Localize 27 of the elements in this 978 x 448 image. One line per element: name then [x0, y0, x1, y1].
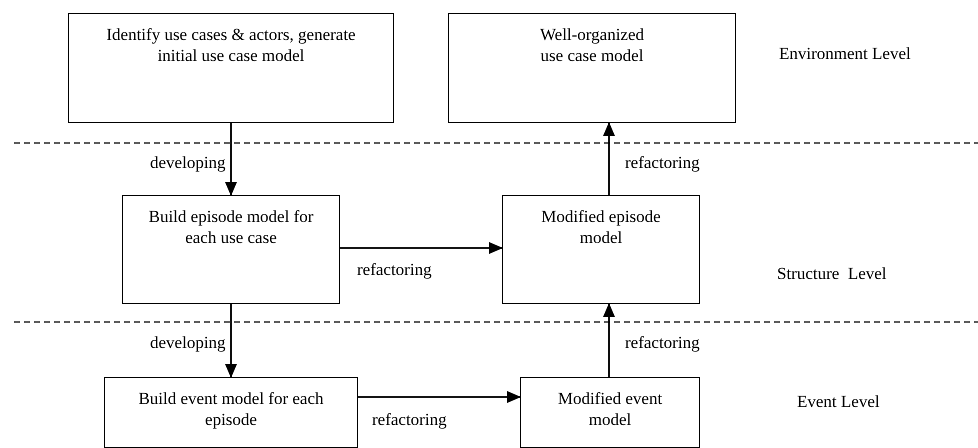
process-box: [448, 13, 736, 123]
box-text: Well-organized use case model: [538, 24, 646, 66]
edge-label: refactoring: [357, 260, 432, 280]
edge-label: refactoring: [372, 410, 447, 430]
process-box: [104, 377, 358, 448]
level-label: Environment Level: [779, 44, 911, 64]
process-box: [502, 195, 700, 304]
arrow: [225, 304, 237, 378]
arrow: [358, 391, 521, 403]
process-box: [68, 13, 394, 123]
arrow: [340, 242, 503, 254]
box-text: Build event model for each episode: [137, 388, 325, 430]
edge-label: developing: [150, 333, 226, 353]
box-text: Build episode model for each use case: [148, 206, 314, 248]
edge-label: developing: [150, 153, 226, 173]
box-text: Identify use cases & actors, generate initial use case model: [105, 24, 357, 66]
edge-label: refactoring: [625, 153, 700, 173]
level-label: Structure Level: [777, 264, 887, 284]
edge-label: refactoring: [625, 333, 700, 353]
process-box: [520, 377, 700, 448]
box-text: Modified episode model: [540, 206, 662, 248]
box-text: Modified event model: [556, 388, 664, 430]
arrow: [603, 122, 615, 195]
arrow: [603, 303, 615, 377]
process-box: [122, 195, 340, 304]
arrow: [225, 123, 237, 196]
level-label: Event Level: [797, 392, 880, 412]
